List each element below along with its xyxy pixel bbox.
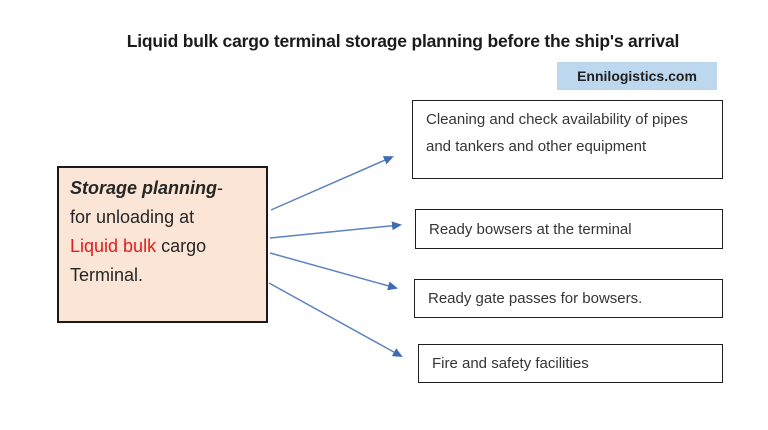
task-box-cleaning: Cleaning and check availability of pipes… — [412, 100, 723, 179]
task-box-label: Cleaning and check availability of pipes… — [426, 111, 688, 155]
task-box-label: Ready bowsers at the terminal — [429, 220, 632, 238]
task-box-bowsers: Ready bowsers at the terminal — [415, 209, 723, 249]
brand-badge-label: Ennilogistics.com — [577, 68, 697, 84]
task-box-fire-safety: Fire and safety facilities — [418, 344, 723, 383]
storage-planning-heading-line: Storage planning- — [70, 174, 255, 203]
storage-planning-heading-suffix: - — [217, 178, 224, 198]
storage-planning-line4: Terminal. — [70, 265, 144, 285]
storage-planning-heading: Storage planning — [70, 178, 218, 198]
task-box-label: Ready gate passes for bowsers. — [428, 290, 643, 307]
task-box-label: Fire and safety facilities — [432, 355, 589, 372]
task-box-gate-passes: Ready gate passes for bowsers. — [414, 279, 723, 318]
storage-planning-line3-rest: cargo — [156, 236, 207, 256]
arrow-to-task-2 — [269, 221, 402, 239]
liquid-bulk-highlight: Liquid bulk — [70, 236, 157, 256]
arrow-to-task-1 — [270, 156, 394, 211]
arrow-to-task-3 — [269, 252, 398, 291]
arrow-to-task-4 — [268, 282, 403, 357]
storage-planning-line3: Liquid bulk cargo — [70, 232, 255, 261]
brand-badge: Ennilogistics.com — [557, 62, 717, 90]
storage-planning-box: Storage planning- for unloading at Liqui… — [57, 166, 268, 323]
diagram-title: Liquid bulk cargo terminal storage plann… — [126, 31, 680, 51]
storage-planning-line2: for unloading at — [70, 207, 195, 227]
